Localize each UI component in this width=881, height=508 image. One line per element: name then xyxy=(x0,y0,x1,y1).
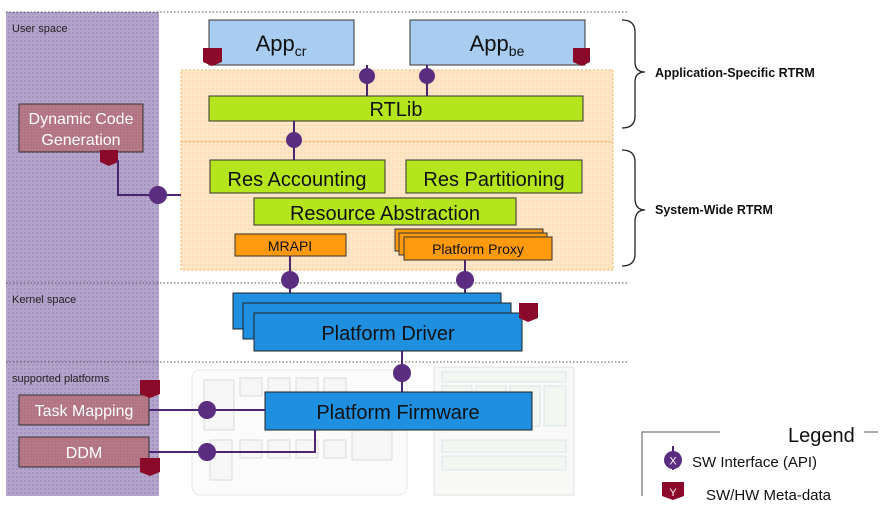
platform-proxy-label: Platform Proxy xyxy=(432,241,524,257)
application-specific-brace xyxy=(621,19,646,129)
ddm-metadata-flag xyxy=(140,458,160,476)
task-mapping-label: Task Mapping xyxy=(35,403,134,420)
system-wide-rtrm-label: System-Wide RTRM xyxy=(655,203,773,217)
platform-block-diagram-background xyxy=(191,366,575,496)
ddm-box xyxy=(18,436,150,468)
app-cr-metadata-flag xyxy=(203,48,222,66)
task-mapping-box xyxy=(18,394,150,426)
platform-driver-metadata-flag xyxy=(519,303,538,322)
platform-firmware-box xyxy=(264,391,533,431)
app-cr-box xyxy=(208,19,355,66)
system-wide-brace xyxy=(621,149,646,267)
legend-metadata-flag xyxy=(662,482,684,500)
rtlib-interface-dot xyxy=(286,132,302,148)
legend-api-label: SW Interface (API) xyxy=(692,454,817,471)
dynamic-code-generation-label-1: Dynamic Code xyxy=(29,111,134,128)
mrapi-interface-dot xyxy=(281,271,299,289)
platform-firmware-label: Platform Firmware xyxy=(316,402,479,424)
platform-proxy-interface-dot xyxy=(456,271,474,289)
platform-proxy-box xyxy=(403,236,553,261)
app-cr-label: Appcr xyxy=(256,31,307,59)
legend-border-left xyxy=(641,431,720,496)
task-mapping-metadata-flag xyxy=(140,380,160,398)
res-accounting-label: Res Accounting xyxy=(228,169,367,191)
rtlib-label: RTLib xyxy=(370,99,423,121)
rtlib-box xyxy=(208,95,584,122)
ddm-interface-dot xyxy=(198,443,216,461)
legend-api-marker: X xyxy=(669,456,677,468)
app-cr-interface-dot xyxy=(359,68,375,84)
legend-metadata-marker: Y xyxy=(669,487,677,499)
user-space-label: User space xyxy=(12,23,68,35)
application-specific-rtrm-label: Application-Specific RTRM xyxy=(655,66,815,80)
app-be-interface-dot xyxy=(419,68,435,84)
res-partitioning-box xyxy=(405,159,583,194)
supported-platforms-label: supported platforms xyxy=(12,373,110,385)
ddm-label: DDM xyxy=(66,445,102,462)
resource-abstraction-box xyxy=(253,197,517,226)
res-partitioning-label: Res Partitioning xyxy=(423,169,564,191)
app-be-box xyxy=(409,19,586,66)
dynamic-code-metadata-flag xyxy=(100,150,118,166)
platform-driver-box xyxy=(253,312,523,352)
dynamic-code-generation-box xyxy=(18,103,144,153)
legend-title: Legend xyxy=(788,425,855,447)
app-be-metadata-flag xyxy=(573,48,590,66)
dynamic-code-generation-label-2: Generation xyxy=(41,132,120,149)
task-mapping-interface-dot xyxy=(198,401,216,419)
legend-api-dot xyxy=(664,451,682,469)
res-accounting-box xyxy=(209,159,386,194)
driver-firmware-interface-dot xyxy=(393,364,411,382)
app-be-label: Appbe xyxy=(470,31,525,59)
resource-abstraction-label: Resource Abstraction xyxy=(290,203,480,225)
mrapi-label: MRAPI xyxy=(268,238,312,254)
legend-metadata-label: SW/HW Meta-data xyxy=(706,487,832,504)
dynamic-code-interface-dot xyxy=(149,186,167,204)
kernel-space-label: Kernel space xyxy=(12,294,76,306)
platform-driver-label: Platform Driver xyxy=(321,323,455,345)
